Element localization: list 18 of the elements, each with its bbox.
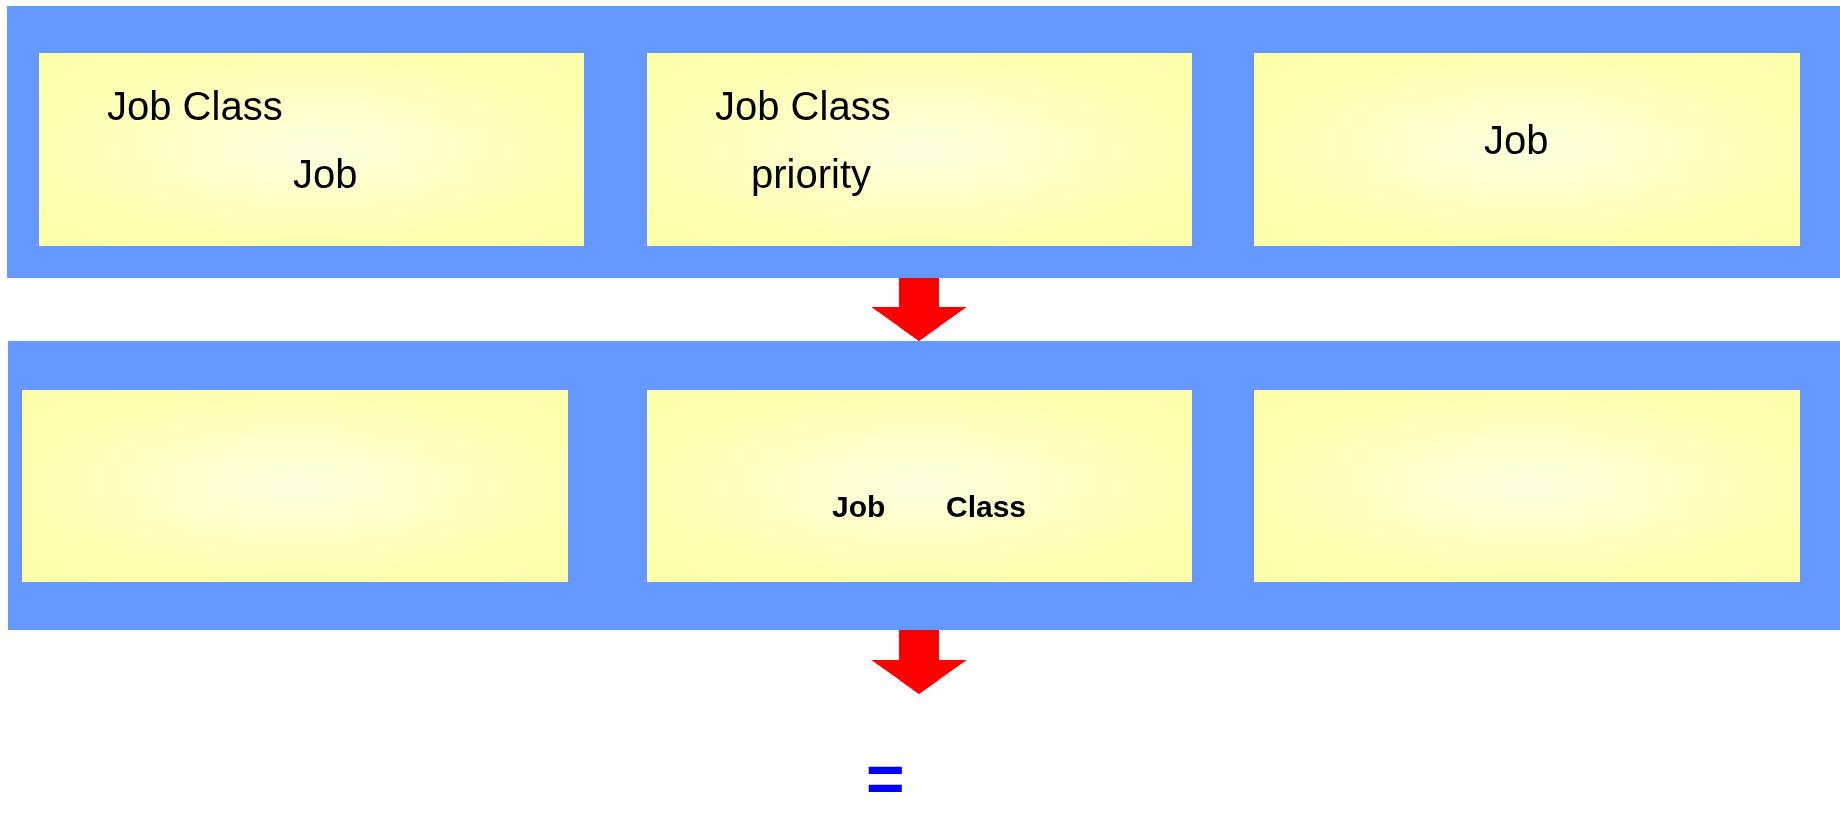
content-card	[39, 53, 584, 246]
label-text: Job	[293, 151, 358, 197]
arrow	[871, 630, 967, 694]
label-text: Class	[946, 490, 1027, 525]
label-text: priority	[751, 151, 872, 197]
content-card	[22, 390, 568, 582]
label-text: Job	[832, 490, 886, 525]
content-card	[1254, 390, 1800, 582]
content-card	[1254, 53, 1800, 246]
arrow	[871, 278, 967, 341]
band-panel	[8, 341, 1840, 630]
label-text: Job Class	[715, 83, 891, 129]
equals-sign: =	[866, 742, 905, 818]
content-card	[647, 390, 1192, 582]
label-text: Job	[1484, 117, 1549, 163]
label-text: Job Class	[107, 83, 283, 129]
content-card	[647, 53, 1192, 246]
band-panel	[7, 6, 1840, 278]
